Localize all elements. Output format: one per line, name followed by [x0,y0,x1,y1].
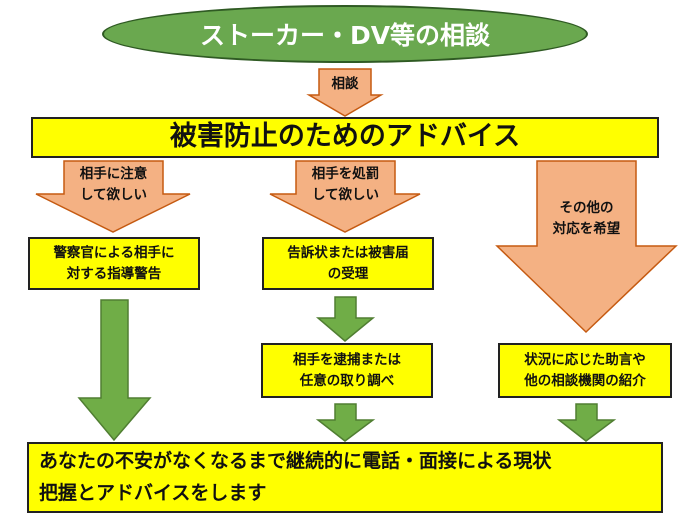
arrest-box-line-2: 任意の取り調べ [299,372,395,389]
right-arrow-label-line-1: その他の [559,200,614,216]
left-arrow-label: 相手に注意 して欲しい [64,164,163,206]
referral-box: 状況に応じた助言や 他の相談機関の紹介 [498,343,672,398]
left-arrow-label-line-1: 相手に注意 [79,166,148,182]
complaint-box-line-1: 告訴状または被害届 [287,245,409,262]
complaint-box: 告訴状または被害届 の受理 [262,237,434,290]
left-green-arrow [77,299,152,442]
middle-green-arrow-2 [315,403,376,442]
referral-box-line-2: 他の相談機関の紹介 [524,372,646,389]
left-arrow-label-line-2: して欲しい [79,186,148,203]
warning-box-line-1: 警察官による相手に [53,245,175,262]
ongoing-support-line-1: あなたの不安がなくなるまで継続的に電話・面接による現状 [39,450,552,473]
right-green-arrow [556,403,617,442]
title-text: ストーカー・DV等の相談 [199,21,491,50]
warning-box-line-2: 対する指導警告 [66,265,162,282]
consult-arrow [306,68,384,117]
left-orange-arrow [35,160,191,233]
ongoing-support-line-2: 把握とアドバイスをします [39,481,267,504]
ongoing-support-box: あなたの不安がなくなるまで継続的に電話・面接による現状 把握とアドバイスをします [27,442,663,513]
arrest-box-line-1: 相手を逮捕または [293,352,401,369]
warning-box: 警察官による相手に 対する指導警告 [28,237,200,290]
main-advice-box: 被害防止のためのアドバイス [31,117,659,158]
consult-label: 相談 [331,76,359,92]
middle-orange-arrow [269,160,421,233]
title-ellipse: ストーカー・DV等の相談 [102,5,588,63]
arrest-box: 相手を逮捕または 任意の取り調べ [261,343,433,398]
complaint-box-line-2: の受理 [327,265,369,282]
right-orange-arrow [495,160,678,334]
middle-arrow-label-line-2: して欲しい [311,186,380,203]
right-arrow-label-line-2: 対応を希望 [552,220,621,237]
main-advice-text: 被害防止のためのアドバイス [169,121,521,153]
middle-arrow-label: 相手を処罰 して欲しい [296,164,395,206]
right-arrow-label: その他の 対応を希望 [537,198,636,240]
referral-box-line-1: 状況に応じた助言や [524,352,646,369]
middle-arrow-label-line-1: 相手を処罰 [311,166,380,182]
middle-green-arrow-1 [315,296,376,342]
